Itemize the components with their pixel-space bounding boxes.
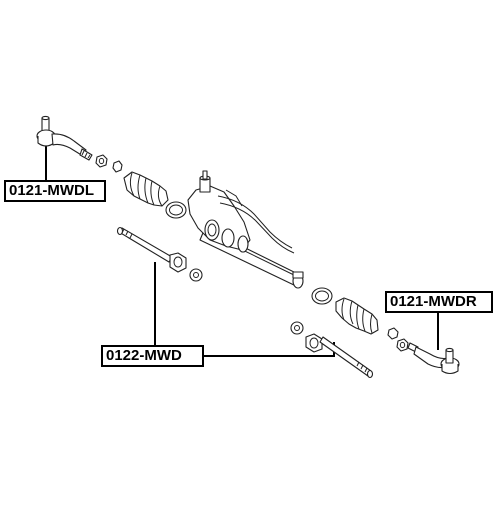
left-nuts <box>95 154 123 173</box>
callout-label-right-tie-rod-end: 0121-MWDR <box>385 291 493 313</box>
right-tie-rod-end <box>407 342 460 375</box>
left-clamp <box>165 201 187 219</box>
right-boot <box>335 297 379 335</box>
left-tie-rod-end <box>36 115 93 161</box>
right-nuts <box>387 327 409 352</box>
left-boot <box>123 171 169 207</box>
left-inner-tie-rod <box>116 226 187 273</box>
right-clamp <box>311 287 333 305</box>
callout-label-inner-tie-rod: 0122-MWD <box>101 345 204 367</box>
right-inner-tie-rod <box>290 321 374 379</box>
left-inner-washer <box>189 268 203 282</box>
callout-label-left-tie-rod-end: 0121-MWDL <box>4 180 106 202</box>
steering-rack <box>187 170 304 289</box>
